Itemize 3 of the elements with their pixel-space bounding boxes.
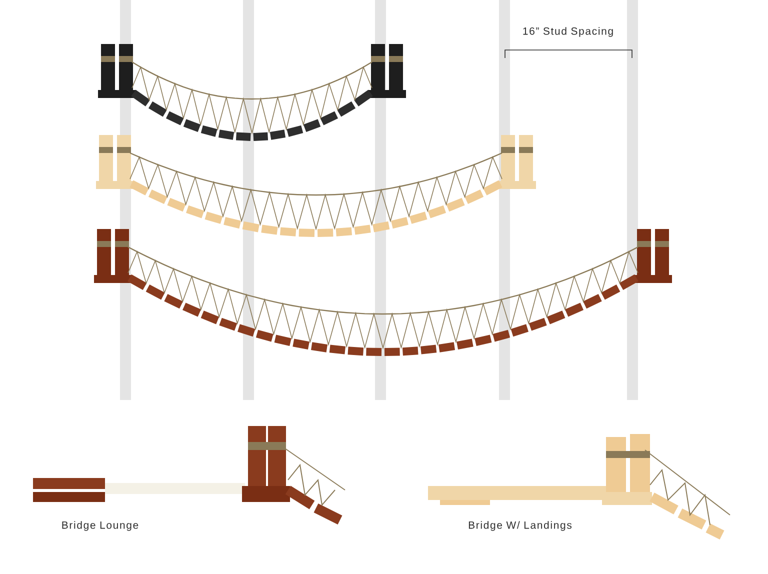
label: Bridge Lounge	[62, 521, 138, 531]
label: 16” Stud Spacing	[523, 27, 613, 37]
label: Bridge W/ Landings	[468, 521, 572, 531]
